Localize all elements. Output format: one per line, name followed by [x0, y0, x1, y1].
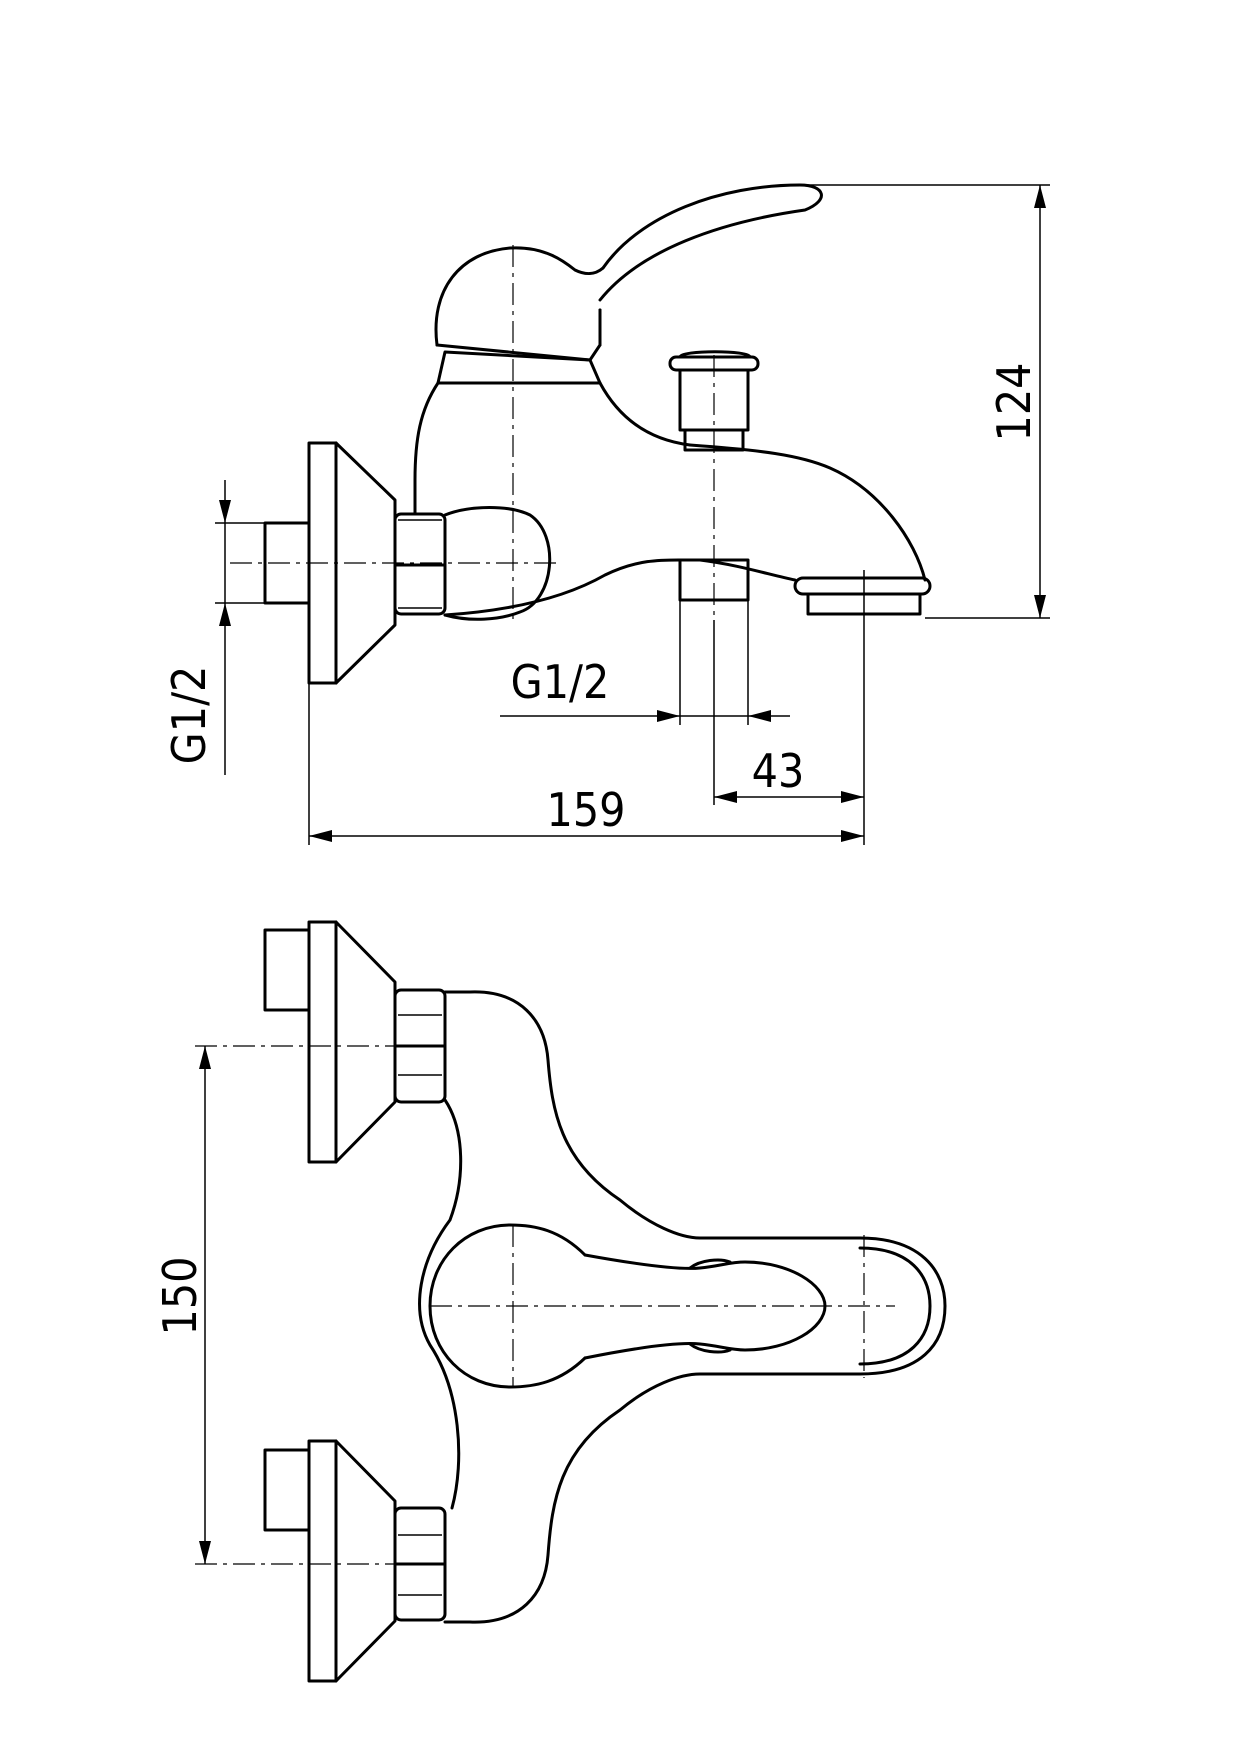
top-view [195, 920, 947, 1683]
dimension-g12-inlet: G1/2 [162, 480, 265, 775]
dimension-g12-shower-label: G1/2 [511, 655, 610, 709]
dimension-124: 124 [805, 184, 1050, 619]
upper-inlet-top [263, 920, 447, 1164]
dimension-g12-inlet-label: G1/2 [162, 666, 216, 765]
dimension-150: 150 [153, 1046, 211, 1564]
dimension-g12-shower: G1/2 [500, 600, 790, 725]
side-view [230, 183, 932, 685]
dimension-159-label: 159 [547, 783, 626, 837]
mixer-body-side [413, 381, 702, 621]
dimension-43-label: 43 [752, 744, 805, 798]
dimension-159: 159 [308, 570, 865, 845]
dimension-124-label: 124 [987, 363, 1041, 442]
centerlines-side [230, 245, 715, 620]
lower-inlet-top [263, 1439, 447, 1683]
centerlines-top [195, 1045, 895, 1565]
spout-side [688, 443, 932, 616]
dimension-150-label: 150 [153, 1257, 207, 1336]
mixer-body-top [418, 990, 947, 1624]
lever-cap-side [434, 246, 605, 385]
dimension-43: 43 [713, 620, 864, 805]
hex-nut-side [393, 512, 447, 616]
lever-handle-side [598, 183, 823, 302]
